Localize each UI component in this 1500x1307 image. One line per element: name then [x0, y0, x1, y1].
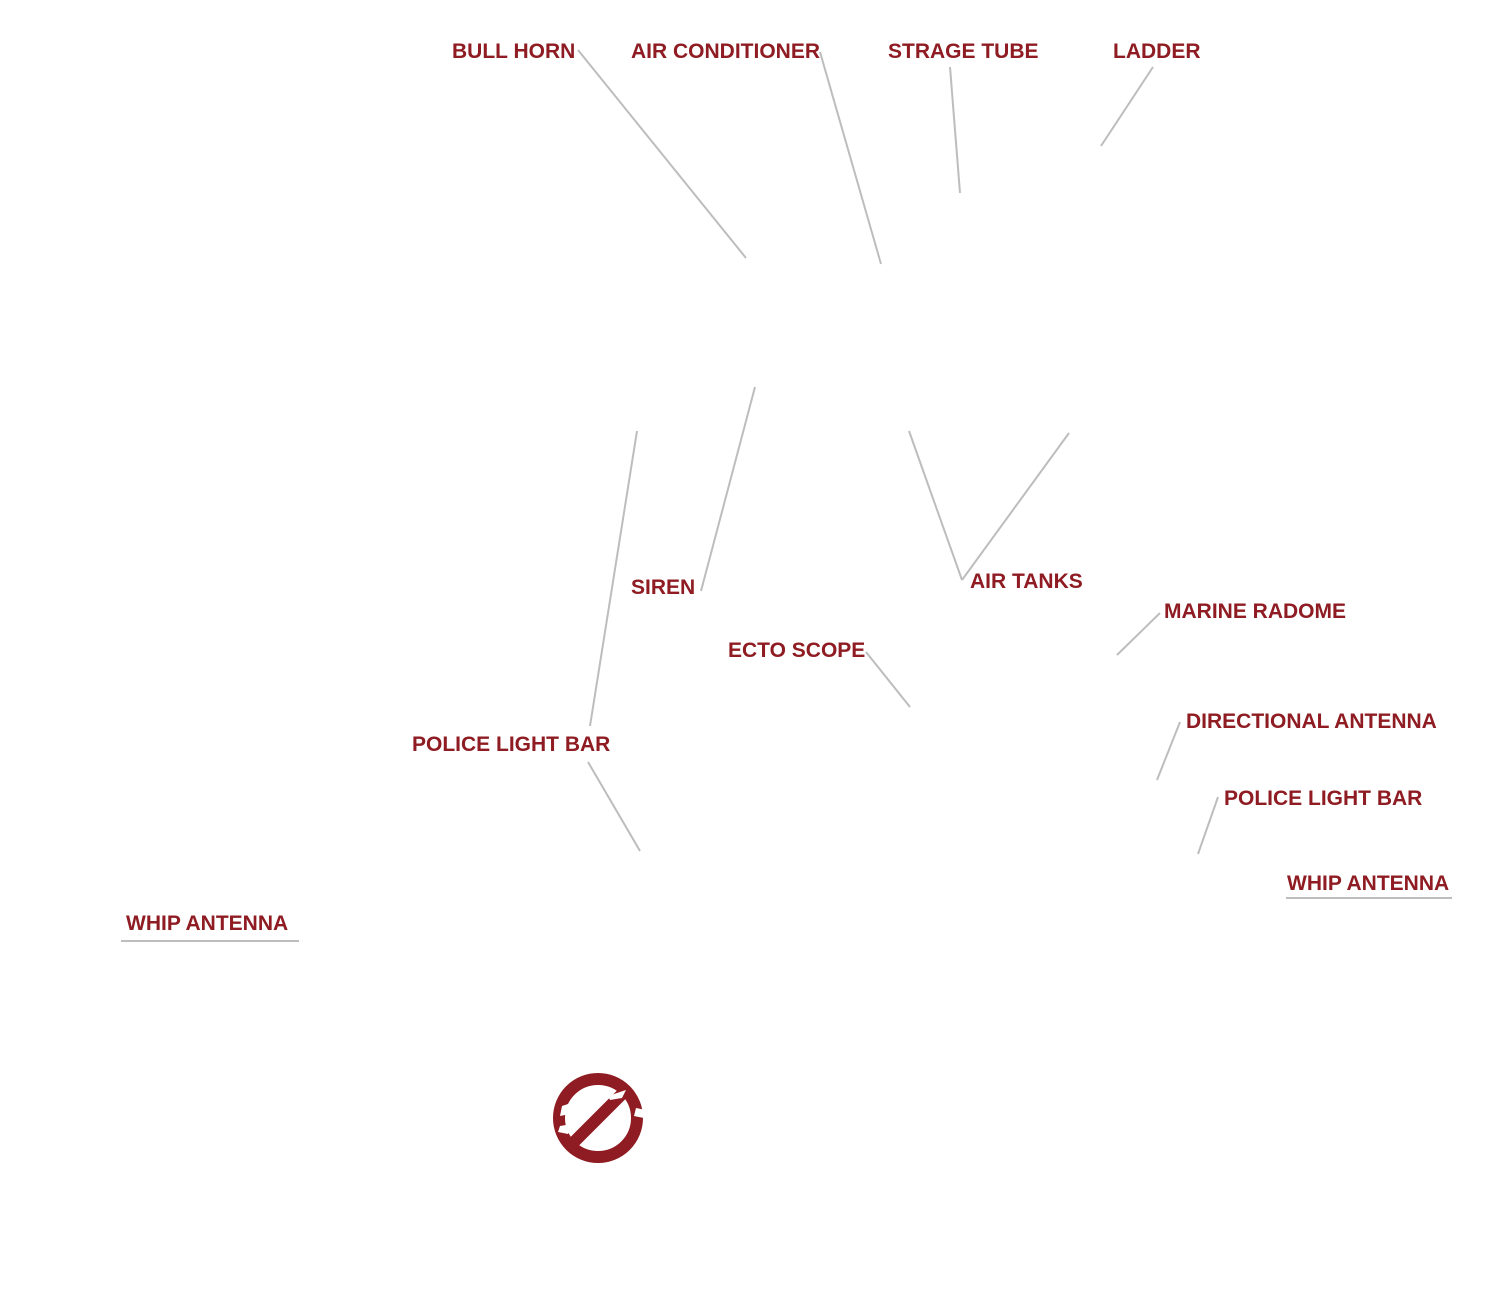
label-police-light-bar-right: POLICE LIGHT BAR	[1224, 787, 1423, 810]
no-ghost-logo-icon	[553, 1073, 646, 1163]
leader-line-ladder	[1100, 66, 1154, 147]
leader-line-marine-radome	[1116, 612, 1161, 656]
leader-line-siren	[700, 386, 756, 592]
label-marine-radome: MARINE RADOME	[1164, 600, 1346, 623]
label-ladder: LADDER	[1113, 40, 1201, 63]
leader-line-police-light-bar-right	[1197, 796, 1219, 855]
label-ecto-scope: ECTO SCOPE	[728, 639, 866, 662]
leader-line-bull-horn	[577, 49, 747, 259]
label-strage-tube: STRAGE TUBE	[888, 40, 1039, 63]
label-whip-antenna-right: WHIP ANTENNA	[1287, 872, 1450, 895]
underline-whip-antenna-right	[1286, 897, 1452, 899]
leader-line-strage-tube	[949, 66, 961, 194]
label-directional-antenna: DIRECTIONAL ANTENNA	[1186, 710, 1437, 733]
label-air-conditioner: AIR CONDITIONER	[631, 40, 820, 63]
leader-line-directional-antenna	[1156, 721, 1181, 781]
label-police-light-bar-left: POLICE LIGHT BAR	[412, 733, 611, 756]
leader-line-police-light-bar-left-lower	[587, 761, 641, 852]
label-bull-horn: BULL HORN	[452, 40, 576, 63]
leader-line-air-tanks-right	[961, 432, 1070, 581]
leader-line-air-tanks-left	[908, 430, 963, 581]
leader-line-ecto-scope	[865, 651, 911, 708]
label-air-tanks: AIR TANKS	[970, 570, 1083, 593]
underline-whip-antenna-left	[121, 940, 299, 942]
leader-line-police-light-bar-left-upper	[589, 430, 638, 727]
label-siren: SIREN	[631, 576, 696, 599]
leader-line-air-conditioner	[819, 51, 882, 265]
label-whip-antenna-left: WHIP ANTENNA	[126, 912, 289, 935]
